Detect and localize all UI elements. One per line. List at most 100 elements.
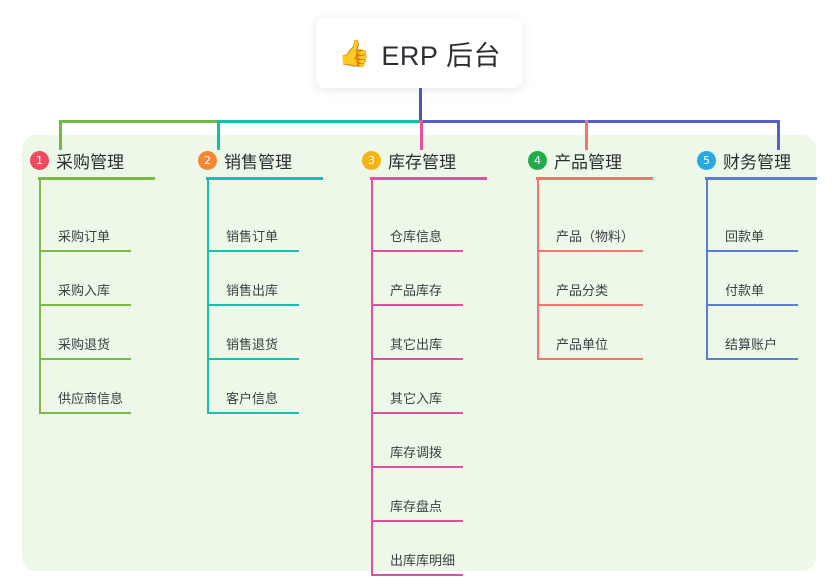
leaf-item-label: 销售退货 [226, 337, 279, 352]
column-title: 财务管理 [723, 153, 791, 172]
leaf-item-label: 库存调拨 [390, 445, 443, 460]
leaf-item[interactable]: 销售订单 [207, 198, 299, 252]
column-header-rule [206, 177, 323, 180]
column-header-rule [370, 177, 487, 180]
leaf-item[interactable]: 采购入库 [39, 252, 131, 306]
leaf-item[interactable]: 其它出库 [371, 306, 463, 360]
leaf-item-label: 产品单位 [556, 337, 609, 352]
column-index-badge: 4 [528, 151, 547, 170]
column-spine [207, 180, 209, 414]
thumbs-up-icon: 👍 [338, 38, 371, 68]
leaf-item[interactable]: 仓库信息 [371, 198, 463, 252]
leaf-item-rule [371, 250, 463, 252]
column-title: 采购管理 [56, 153, 124, 172]
drop-connector-4 [585, 120, 588, 150]
leaf-item-rule [207, 250, 299, 252]
column-header-4[interactable]: 4 产品管理 [528, 148, 622, 173]
leaf-item[interactable]: 出库库明细 [371, 522, 463, 576]
leaf-item-rule [39, 304, 131, 306]
leaf-item-label: 供应商信息 [58, 391, 124, 406]
column-header-rule [38, 177, 155, 180]
leaf-item[interactable]: 回款单 [706, 198, 798, 252]
leaf-item[interactable]: 销售出库 [207, 252, 299, 306]
leaf-item-label: 产品（物料） [556, 229, 635, 244]
leaf-item[interactable]: 采购退货 [39, 306, 131, 360]
leaf-item-label: 产品分类 [556, 283, 609, 298]
leaf-item[interactable]: 客户信息 [207, 360, 299, 414]
drop-connector-1 [59, 120, 62, 150]
leaf-item-label: 产品库存 [390, 283, 443, 298]
leaf-item-rule [39, 250, 131, 252]
leaf-item-rule [371, 466, 463, 468]
leaf-item-label: 采购订单 [58, 229, 111, 244]
column-5: 5 财务管理回款单付款单结算账户 [697, 148, 829, 360]
leaf-item-rule [706, 304, 798, 306]
column-2: 2 销售管理销售订单销售出库销售退货客户信息 [198, 148, 335, 414]
column-index-badge: 5 [697, 151, 716, 170]
column-spine [537, 180, 539, 360]
leaf-item-label: 库存盘点 [390, 499, 443, 514]
leaf-item-label: 客户信息 [226, 391, 279, 406]
leaf-item-rule [39, 358, 131, 360]
column-title: 销售管理 [224, 153, 292, 172]
leaf-item-rule [207, 358, 299, 360]
leaf-item-rule [371, 574, 463, 576]
leaf-item-label: 结算账户 [725, 337, 778, 352]
column-4: 4 产品管理产品（物料） 产品分类产品单位 [528, 148, 665, 360]
column-index-badge: 3 [362, 151, 381, 170]
root-stem-connector [419, 86, 422, 122]
leaf-item[interactable]: 结算账户 [706, 306, 798, 360]
column-header-rule [536, 177, 653, 180]
column-header-1[interactable]: 1 采购管理 [30, 148, 124, 173]
leaf-item-label: 其它入库 [390, 391, 443, 406]
leaf-item[interactable]: 库存盘点 [371, 468, 463, 522]
leaf-item-rule [371, 358, 463, 360]
drop-connector-5 [777, 120, 780, 150]
bus-segment-blue-segment [421, 120, 778, 123]
leaf-item-rule [207, 304, 299, 306]
bus-segment-teal-segment [218, 120, 421, 123]
leaf-item[interactable]: 库存调拨 [371, 414, 463, 468]
leaf-item[interactable]: 付款单 [706, 252, 798, 306]
leaf-item-label: 采购退货 [58, 337, 111, 352]
drop-connector-3 [420, 120, 423, 150]
leaf-item-label: 销售订单 [226, 229, 279, 244]
leaf-item[interactable]: 销售退货 [207, 306, 299, 360]
leaf-item[interactable]: 其它入库 [371, 360, 463, 414]
bus-segment-green-segment [60, 120, 218, 123]
column-header-rule [705, 177, 817, 180]
leaf-item[interactable]: 产品（物料） [537, 198, 643, 252]
column-header-5[interactable]: 5 财务管理 [697, 148, 791, 173]
column-spine [39, 180, 41, 414]
leaf-item-rule [706, 250, 798, 252]
leaf-item[interactable]: 产品分类 [537, 252, 643, 306]
root-node[interactable]: 👍 ERP 后台 [316, 18, 523, 88]
leaf-item[interactable]: 产品库存 [371, 252, 463, 306]
leaf-item-label: 销售出库 [226, 283, 279, 298]
leaf-item-rule [537, 250, 643, 252]
column-index-badge: 2 [198, 151, 217, 170]
leaf-item-rule [371, 304, 463, 306]
leaf-item-rule [371, 412, 463, 414]
leaf-item[interactable]: 采购订单 [39, 198, 131, 252]
leaf-item-rule [39, 412, 131, 414]
column-header-2[interactable]: 2 销售管理 [198, 148, 292, 173]
column-title: 库存管理 [388, 153, 456, 172]
leaf-item-rule [537, 358, 643, 360]
column-index-badge: 1 [30, 151, 49, 170]
leaf-item[interactable]: 产品单位 [537, 306, 643, 360]
leaf-item-label: 付款单 [725, 283, 765, 298]
root-node-title: ERP 后台 [381, 40, 501, 71]
column-spine [371, 180, 373, 576]
leaf-item-label: 回款单 [725, 229, 765, 244]
leaf-item-rule [371, 520, 463, 522]
leaf-item[interactable]: 供应商信息 [39, 360, 131, 414]
column-header-3[interactable]: 3 库存管理 [362, 148, 456, 173]
column-title: 产品管理 [554, 153, 622, 172]
column-3: 3 库存管理仓库信息产品库存其它出库其它入库库存调拨库存盘点出库库明细 [362, 148, 499, 576]
column-spine [706, 180, 708, 360]
leaf-item-label: 出库库明细 [390, 553, 456, 568]
drop-connector-2 [217, 120, 220, 150]
leaf-item-rule [537, 304, 643, 306]
